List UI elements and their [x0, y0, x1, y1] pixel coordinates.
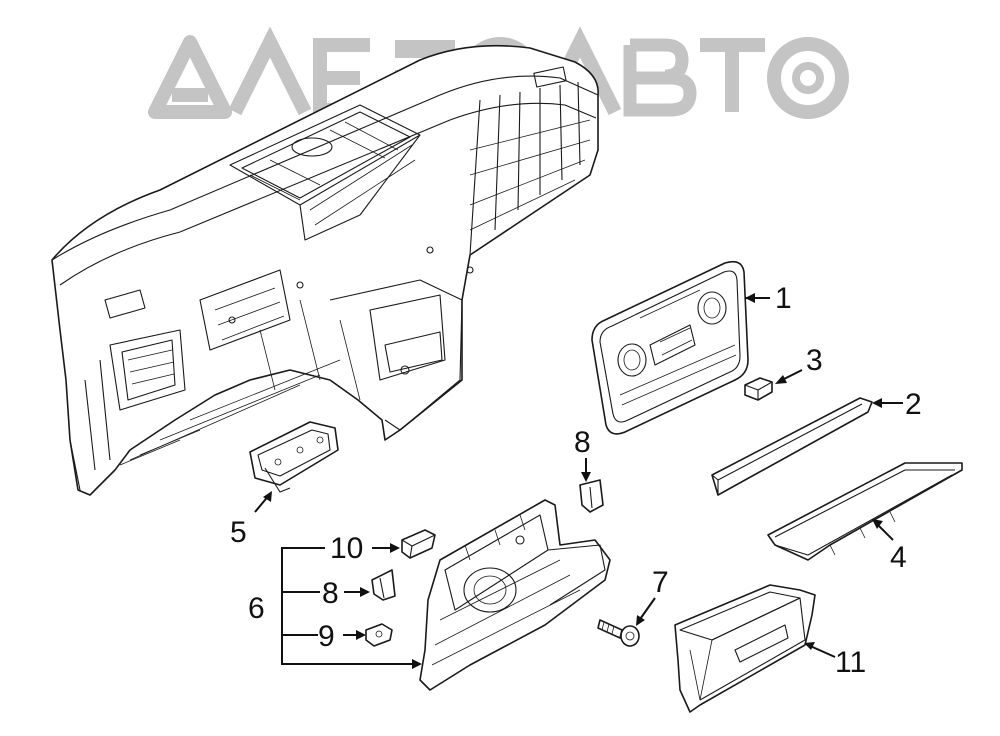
- callout-7: 7: [652, 566, 669, 599]
- arrow-1: [745, 293, 755, 303]
- part-10-clip: [401, 529, 436, 559]
- part-3-clip: [744, 377, 773, 401]
- instrument-panel-assembly: [51, 44, 599, 496]
- callout-9: 9: [318, 620, 335, 653]
- part-8-bracket-left: [371, 569, 396, 601]
- arrow-5: [263, 491, 272, 502]
- callout-2: 2: [905, 388, 922, 421]
- part-9-nut: [365, 623, 393, 647]
- arrow-8-side: [360, 587, 370, 597]
- callout-1: 1: [775, 282, 792, 315]
- arrow-11: [804, 642, 815, 650]
- callout-10: 10: [330, 532, 363, 565]
- arrow-4: [872, 519, 883, 529]
- arrow-2: [872, 398, 882, 408]
- callout-8-side: 8: [322, 577, 339, 610]
- callout-6: 6: [248, 592, 265, 625]
- part-11-glovebox-bin: [674, 584, 816, 713]
- callout-3: 3: [806, 344, 823, 377]
- callout-5: 5: [230, 516, 247, 549]
- part-7-screw: [597, 619, 640, 647]
- callout-11: 11: [835, 646, 866, 679]
- arrow-3: [775, 375, 787, 384]
- arrow-9: [356, 630, 366, 640]
- arrow-10: [390, 543, 400, 553]
- part-5-switch-panel: [249, 421, 339, 493]
- callout-8-top: 8: [574, 426, 591, 459]
- group-bracket-6: [281, 547, 418, 665]
- arrow-8-top: [581, 472, 591, 482]
- arrow-7: [636, 615, 645, 626]
- part-6-glovebox-housing: [419, 499, 611, 691]
- part-8-bracket-right: [579, 479, 604, 513]
- arrow-6: [412, 659, 422, 669]
- part-2-trim-strip: [711, 397, 873, 496]
- callout-4: 4: [890, 541, 907, 574]
- part-4-tray: [767, 462, 963, 561]
- part-1-center-bezel: [591, 260, 749, 435]
